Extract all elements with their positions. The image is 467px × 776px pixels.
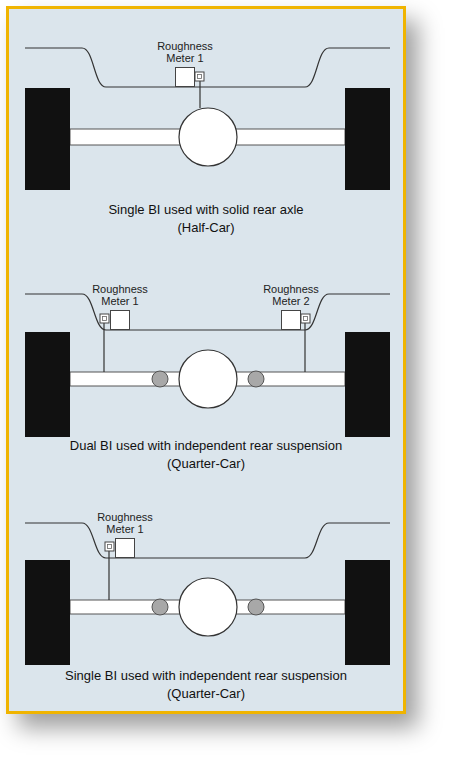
panel-caption: Single BI used with independent rear sus… bbox=[9, 668, 403, 684]
wheel bbox=[345, 332, 390, 437]
roughness-meter: Roughness Meter 1 bbox=[175, 67, 195, 87]
vehicle-panel bbox=[25, 48, 390, 190]
panel-caption: Dual BI used with independent rear suspe… bbox=[9, 438, 403, 454]
differential bbox=[179, 108, 237, 166]
sensor-wire bbox=[304, 323, 305, 372]
body-outline bbox=[25, 294, 390, 330]
vehicle-panel bbox=[25, 523, 390, 665]
wheel bbox=[345, 560, 390, 665]
sensor bbox=[105, 542, 114, 551]
body-outline bbox=[25, 523, 390, 558]
roughness-meter: Roughness Meter 2 bbox=[281, 310, 301, 330]
body-outline bbox=[25, 48, 390, 87]
sensor-wire bbox=[103, 323, 104, 372]
meter-label: Roughness Meter 1 bbox=[93, 511, 157, 535]
panel-caption: (Quarter-Car) bbox=[9, 456, 403, 472]
sensor-detail bbox=[304, 317, 308, 321]
wheel bbox=[345, 88, 390, 190]
vehicle-panel bbox=[25, 294, 390, 437]
meter-label: Roughness Meter 1 bbox=[88, 283, 152, 307]
sensor bbox=[301, 314, 310, 323]
roughness-meter: Roughness Meter 1 bbox=[110, 310, 130, 330]
differential bbox=[179, 350, 237, 408]
differential bbox=[179, 578, 237, 636]
sensor bbox=[195, 72, 204, 81]
panel-caption: Single BI used with solid rear axle bbox=[9, 202, 403, 218]
meter-label: Roughness Meter 2 bbox=[259, 283, 323, 307]
sensor-detail bbox=[198, 75, 202, 79]
wheel bbox=[25, 560, 70, 665]
sensor bbox=[100, 314, 109, 323]
wheel bbox=[25, 88, 70, 190]
cv-joint bbox=[152, 599, 168, 615]
roughness-meter: Roughness Meter 1 bbox=[115, 538, 135, 558]
cv-joint bbox=[152, 371, 168, 387]
sensor-wire bbox=[199, 81, 200, 108]
sensor-detail bbox=[103, 317, 107, 321]
cv-joint bbox=[248, 599, 264, 615]
cv-joint bbox=[248, 371, 264, 387]
sensor-detail bbox=[108, 545, 112, 549]
panel-caption: (Half-Car) bbox=[9, 220, 403, 236]
sensor-wire bbox=[108, 551, 109, 600]
wheel bbox=[25, 332, 70, 437]
meter-label: Roughness Meter 1 bbox=[153, 40, 217, 64]
panel-caption: (Quarter-Car) bbox=[9, 686, 403, 702]
